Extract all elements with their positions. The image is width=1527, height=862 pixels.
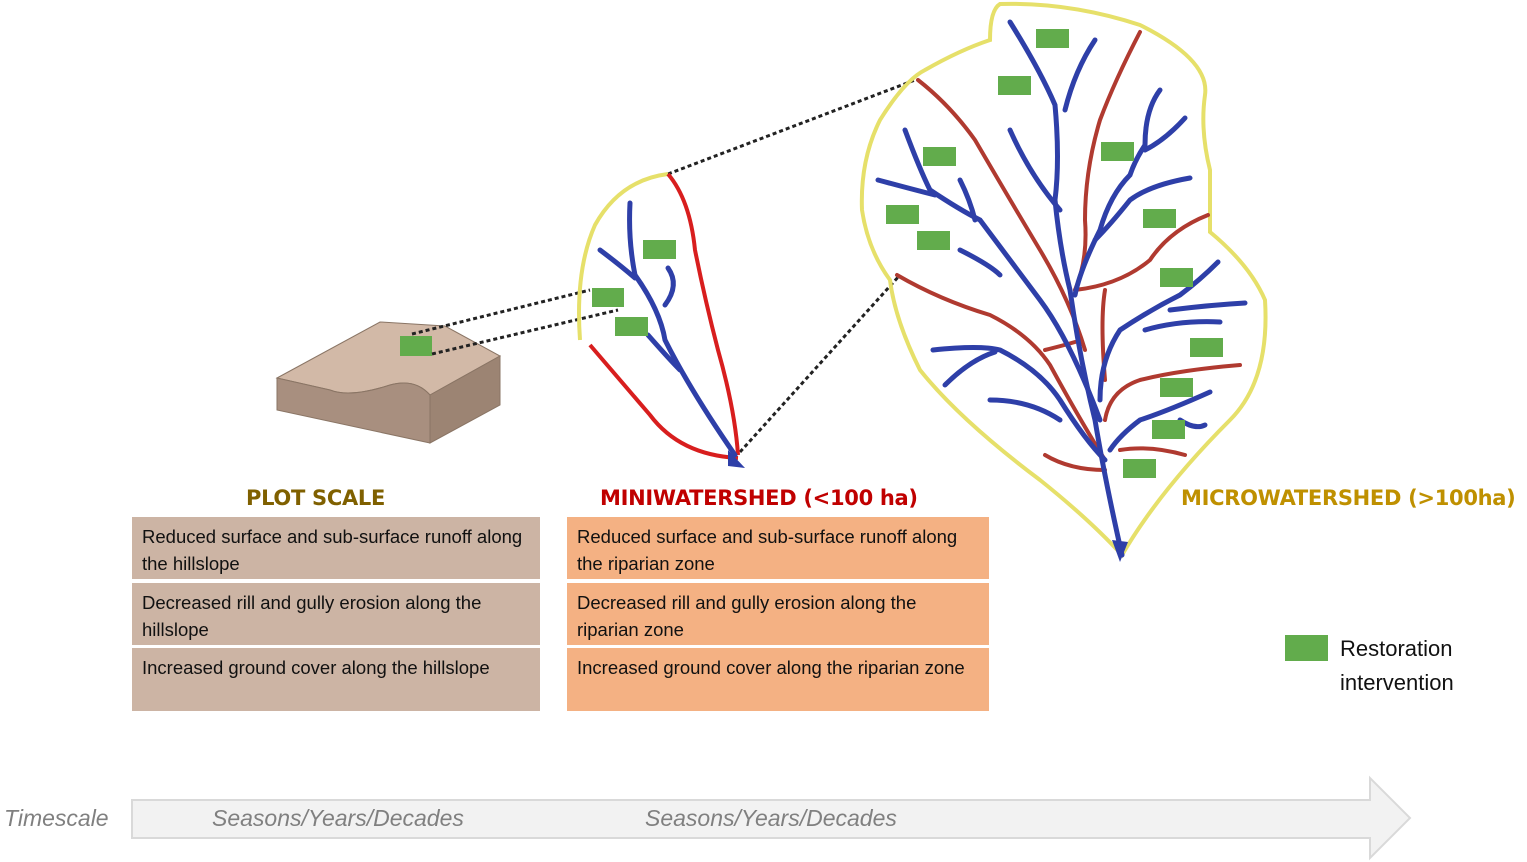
restoration-intervention-marker [1190, 338, 1223, 357]
restoration-intervention-marker [615, 317, 648, 336]
mini-effect-runoff: Reduced surface and sub-surface runoff a… [567, 517, 989, 579]
legend-label-line2: intervention [1340, 670, 1454, 695]
legend-label-line1: Restoration [1340, 636, 1453, 661]
timescale-mini-period: Seasons/Years/Decades [645, 805, 897, 831]
plot-block [275, 321, 502, 444]
restoration-intervention-marker [886, 205, 919, 224]
legend-label: Restoration intervention [1340, 632, 1454, 700]
mini-effect-erosion: Decreased rill and gully erosion along t… [567, 583, 989, 645]
zoom-connector-lines [411, 78, 916, 454]
legend-swatch-restoration [1285, 635, 1328, 661]
restoration-intervention-marker [400, 336, 432, 356]
mini-effect-ground-cover: Increased ground cover along the riparia… [567, 648, 989, 711]
plot-effect-erosion: Decreased rill and gully erosion along t… [132, 583, 540, 645]
timescale-label: Timescale [4, 805, 109, 831]
plot-effect-ground-cover: Increased ground cover along the hillslo… [132, 648, 540, 711]
microwatershed-map [859, 1, 1268, 562]
restoration-intervention-marker [1123, 459, 1156, 478]
restoration-intervention-marker [998, 76, 1031, 95]
miniwatershed-title: MINIWATERSHED (<100 ha) [600, 486, 918, 510]
plot-scale-title: PLOT SCALE [246, 486, 386, 510]
restoration-intervention-marker [1152, 420, 1185, 439]
microwatershed-title: MICROWATERSHED (>100ha) [1181, 486, 1516, 510]
restoration-intervention-marker [1036, 29, 1069, 48]
timescale-plot-period: Seasons/Years/Decades [212, 805, 464, 831]
restoration-intervention-marker [592, 288, 624, 307]
restoration-intervention-marker [1101, 142, 1134, 161]
plot-effect-runoff: Reduced surface and sub-surface runoff a… [132, 517, 540, 579]
miniwatershed-map [577, 172, 745, 468]
restoration-intervention-marker [1143, 209, 1176, 228]
restoration-intervention-marker [917, 231, 950, 250]
restoration-intervention-marker [923, 147, 956, 166]
timescale-arrow [131, 775, 1412, 861]
restoration-intervention-marker [1160, 268, 1193, 287]
restoration-intervention-marker [643, 240, 676, 259]
restoration-intervention-marker [1160, 378, 1193, 397]
